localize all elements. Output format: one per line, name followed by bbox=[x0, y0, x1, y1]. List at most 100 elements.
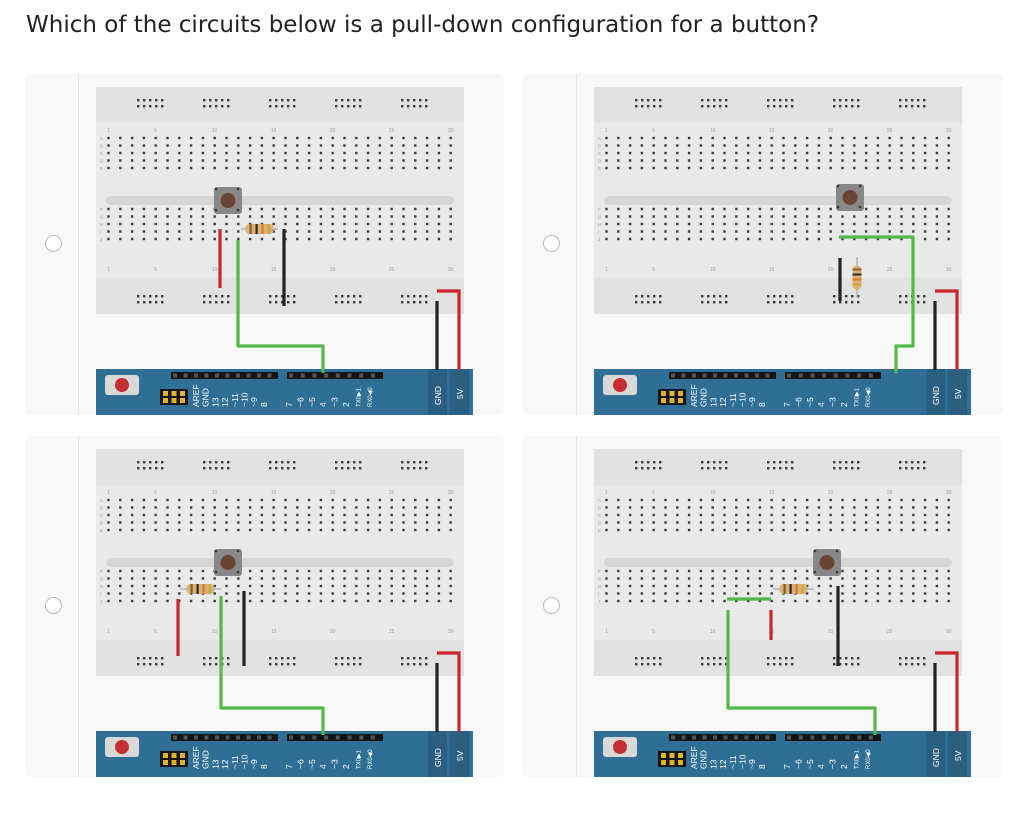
breadboard-hole bbox=[699, 151, 703, 155]
rail-hole bbox=[701, 99, 704, 102]
breadboard-hole bbox=[888, 215, 891, 218]
breadboard-hole bbox=[390, 215, 393, 218]
rail-hole bbox=[911, 105, 914, 108]
rail-hole bbox=[137, 99, 140, 102]
rail-hole bbox=[851, 99, 854, 102]
breadboard-hole bbox=[378, 144, 382, 147]
column-label: 1 bbox=[605, 490, 608, 496]
button-corner bbox=[813, 570, 817, 574]
breadboard-hole bbox=[343, 237, 346, 241]
rail-hole bbox=[347, 663, 350, 666]
breadboard-hole bbox=[189, 207, 193, 211]
breadboard-hole bbox=[935, 528, 939, 532]
breadboard-hole bbox=[107, 498, 110, 502]
breadboard-hole bbox=[284, 136, 287, 140]
column-label: 25 bbox=[389, 490, 395, 496]
breadboard-hole bbox=[676, 498, 679, 502]
breadboard-hole bbox=[284, 599, 287, 603]
breadboard-hole bbox=[225, 521, 228, 524]
rail-hole bbox=[635, 467, 638, 470]
pin-label: ~6 bbox=[295, 397, 305, 407]
breadboard-hole bbox=[331, 521, 334, 524]
breadboard-hole bbox=[805, 528, 809, 532]
breadboard-hole bbox=[676, 144, 679, 147]
header-pin bbox=[246, 373, 251, 378]
breadboard-hole bbox=[687, 237, 691, 241]
rail-hole bbox=[785, 657, 788, 660]
column-label: 15 bbox=[769, 128, 775, 134]
breadboard-hole bbox=[770, 159, 773, 162]
breadboard-hole bbox=[107, 159, 110, 162]
breadboard-hole bbox=[319, 237, 323, 241]
breadboard-hole bbox=[817, 230, 821, 233]
radio-button-d[interactable] bbox=[543, 597, 560, 614]
radio-button-c[interactable] bbox=[45, 597, 62, 614]
pin-label: ~10 bbox=[738, 754, 748, 769]
breadboard-hole bbox=[213, 521, 216, 524]
breadboard-hole bbox=[652, 230, 655, 233]
rail-hole bbox=[905, 295, 908, 298]
breadboard-hole bbox=[699, 592, 703, 595]
breadboard-hole bbox=[390, 237, 393, 241]
column-label: 1 bbox=[107, 128, 110, 134]
breadboard-hole bbox=[272, 159, 275, 162]
breadboard-hole bbox=[201, 599, 205, 603]
rail-hole bbox=[653, 105, 656, 108]
breadboard-hole bbox=[923, 136, 927, 140]
breadboard-hole bbox=[166, 136, 169, 140]
button-cap bbox=[842, 190, 858, 205]
radio-button-b[interactable] bbox=[543, 235, 560, 252]
breadboard-hole bbox=[711, 215, 714, 218]
breadboard-hole bbox=[390, 207, 393, 211]
rail-hole bbox=[791, 105, 794, 108]
breadboard-hole bbox=[366, 207, 370, 211]
pin-label: RX0◀0 bbox=[368, 749, 374, 769]
rail-hole bbox=[281, 461, 284, 464]
breadboard-hole bbox=[449, 159, 452, 162]
breadboard-hole bbox=[248, 528, 252, 532]
breadboard-hole bbox=[723, 577, 726, 580]
breadboard-hole bbox=[699, 521, 703, 524]
breadboard-hole bbox=[912, 506, 915, 509]
breadboard-hole bbox=[130, 166, 134, 170]
breadboard-hole bbox=[201, 144, 205, 147]
breadboard-hole bbox=[425, 144, 429, 147]
rail-hole bbox=[359, 99, 362, 102]
rail-hole bbox=[287, 657, 290, 660]
header-pin bbox=[359, 373, 364, 378]
header-pin bbox=[257, 735, 261, 740]
breadboard-hole bbox=[390, 513, 393, 517]
breadboard-hole bbox=[189, 230, 193, 233]
breadboard-hole bbox=[154, 237, 157, 241]
breadboard-hole bbox=[841, 584, 844, 588]
breadboard-hole bbox=[366, 521, 370, 524]
pin-label: RX0◀0 bbox=[866, 387, 872, 407]
breadboard-hole bbox=[437, 521, 441, 524]
breadboard-hole bbox=[640, 577, 644, 580]
breadboard-hole bbox=[794, 528, 797, 532]
header-pin bbox=[236, 735, 240, 740]
icsp-pin bbox=[171, 753, 177, 758]
rail-hole bbox=[149, 663, 152, 666]
gnd-pin-area bbox=[428, 369, 447, 415]
breadboard-hole bbox=[449, 577, 452, 580]
rail-hole bbox=[647, 99, 650, 102]
breadboard-hole bbox=[652, 222, 655, 226]
breadboard-hole bbox=[794, 230, 797, 233]
radio-button-a[interactable] bbox=[45, 235, 62, 252]
breadboard-hole bbox=[912, 230, 915, 233]
rail-hole bbox=[923, 663, 926, 666]
breadboard-hole bbox=[829, 215, 832, 218]
button-corner bbox=[813, 549, 817, 553]
breadboard-hole bbox=[331, 151, 334, 155]
rail-hole bbox=[161, 301, 164, 304]
pin-label: 13 bbox=[210, 759, 220, 769]
breadboard-hole bbox=[923, 166, 927, 170]
rail-hole bbox=[659, 99, 662, 102]
breadboard-hole bbox=[923, 144, 927, 147]
